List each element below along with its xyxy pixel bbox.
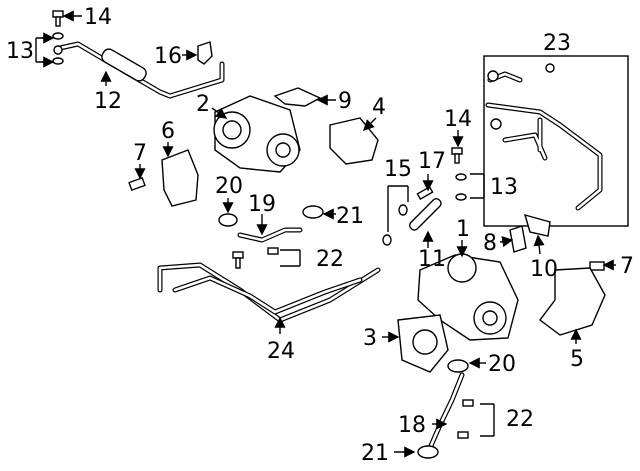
part-14-bolt[interactable]: [52, 10, 64, 27]
callout-13: 13: [6, 39, 34, 64]
part-21-gasket-b[interactable]: [417, 445, 439, 459]
part-23-coolant-lines[interactable]: [485, 63, 603, 211]
part-4-gasket[interactable]: [329, 117, 379, 165]
callout-20: 20: [215, 174, 243, 199]
callout-22: 22: [506, 407, 534, 432]
part-6-heat-shield[interactable]: [161, 149, 199, 207]
callout-15: 15: [384, 157, 412, 182]
part-9-heat-shield[interactable]: [273, 87, 322, 107]
callout-17: 17: [418, 149, 446, 174]
callout-8: 8: [483, 231, 497, 256]
callout-13: 13: [490, 175, 518, 200]
part-3-gasket[interactable]: [397, 314, 449, 373]
callout-21: 21: [361, 441, 389, 466]
part-13-washers[interactable]: [52, 32, 64, 65]
callout-19: 19: [248, 192, 276, 217]
callout-1: 1: [456, 217, 470, 242]
callout-14: 14: [444, 107, 472, 132]
part-14-bolt-b[interactable]: [451, 147, 463, 164]
callout-14: 14: [84, 5, 112, 30]
part-19-oil-line[interactable]: [237, 227, 303, 243]
part-15-washers[interactable]: [382, 204, 408, 246]
callout-20: 20: [488, 352, 516, 377]
part-7-bolt[interactable]: [128, 176, 146, 192]
part-2-turbocharger[interactable]: [213, 95, 301, 173]
part-12-oil-pipe[interactable]: [53, 41, 225, 99]
part-20-gasket[interactable]: [218, 213, 238, 227]
part-21-gasket[interactable]: [302, 205, 324, 219]
callout-23: 23: [543, 31, 571, 56]
callout-9: 9: [338, 89, 352, 114]
leader-lines: [35, 10, 616, 458]
part-13-washers-b[interactable]: [455, 173, 467, 201]
callout-21: 21: [336, 204, 364, 229]
callout-3: 3: [363, 326, 377, 351]
callout-6: 6: [161, 119, 175, 144]
part-17-bolt[interactable]: [416, 185, 434, 201]
part-24-coolant-pipe[interactable]: [157, 262, 381, 323]
callout-22: 22: [316, 247, 344, 272]
part-22-bolts-b[interactable]: [457, 399, 474, 439]
part-11-oil-return[interactable]: [408, 197, 443, 232]
part-10-bracket[interactable]: [523, 213, 551, 237]
callout-7: 7: [133, 141, 147, 166]
callout-18: 18: [398, 413, 426, 438]
part-23-box: [483, 55, 629, 227]
callout-5: 5: [570, 347, 584, 372]
callout-4: 4: [372, 95, 386, 120]
callout-11: 11: [418, 247, 446, 272]
part-1-turbocharger[interactable]: [417, 253, 519, 341]
callout-2: 2: [196, 92, 210, 117]
part-8-bracket[interactable]: [509, 225, 527, 253]
callout-10: 10: [530, 257, 558, 282]
callout-16: 16: [154, 44, 182, 69]
part-7-bolt-b[interactable]: [589, 261, 605, 271]
callout-24: 24: [267, 339, 295, 364]
callout-12: 12: [94, 89, 122, 114]
part-16-bracket[interactable]: [197, 41, 213, 65]
part-22-bolts[interactable]: [232, 247, 279, 269]
part-18-oil-line[interactable]: [427, 372, 465, 451]
callout-7: 7: [620, 254, 634, 279]
part-20-gasket-b[interactable]: [447, 359, 469, 373]
